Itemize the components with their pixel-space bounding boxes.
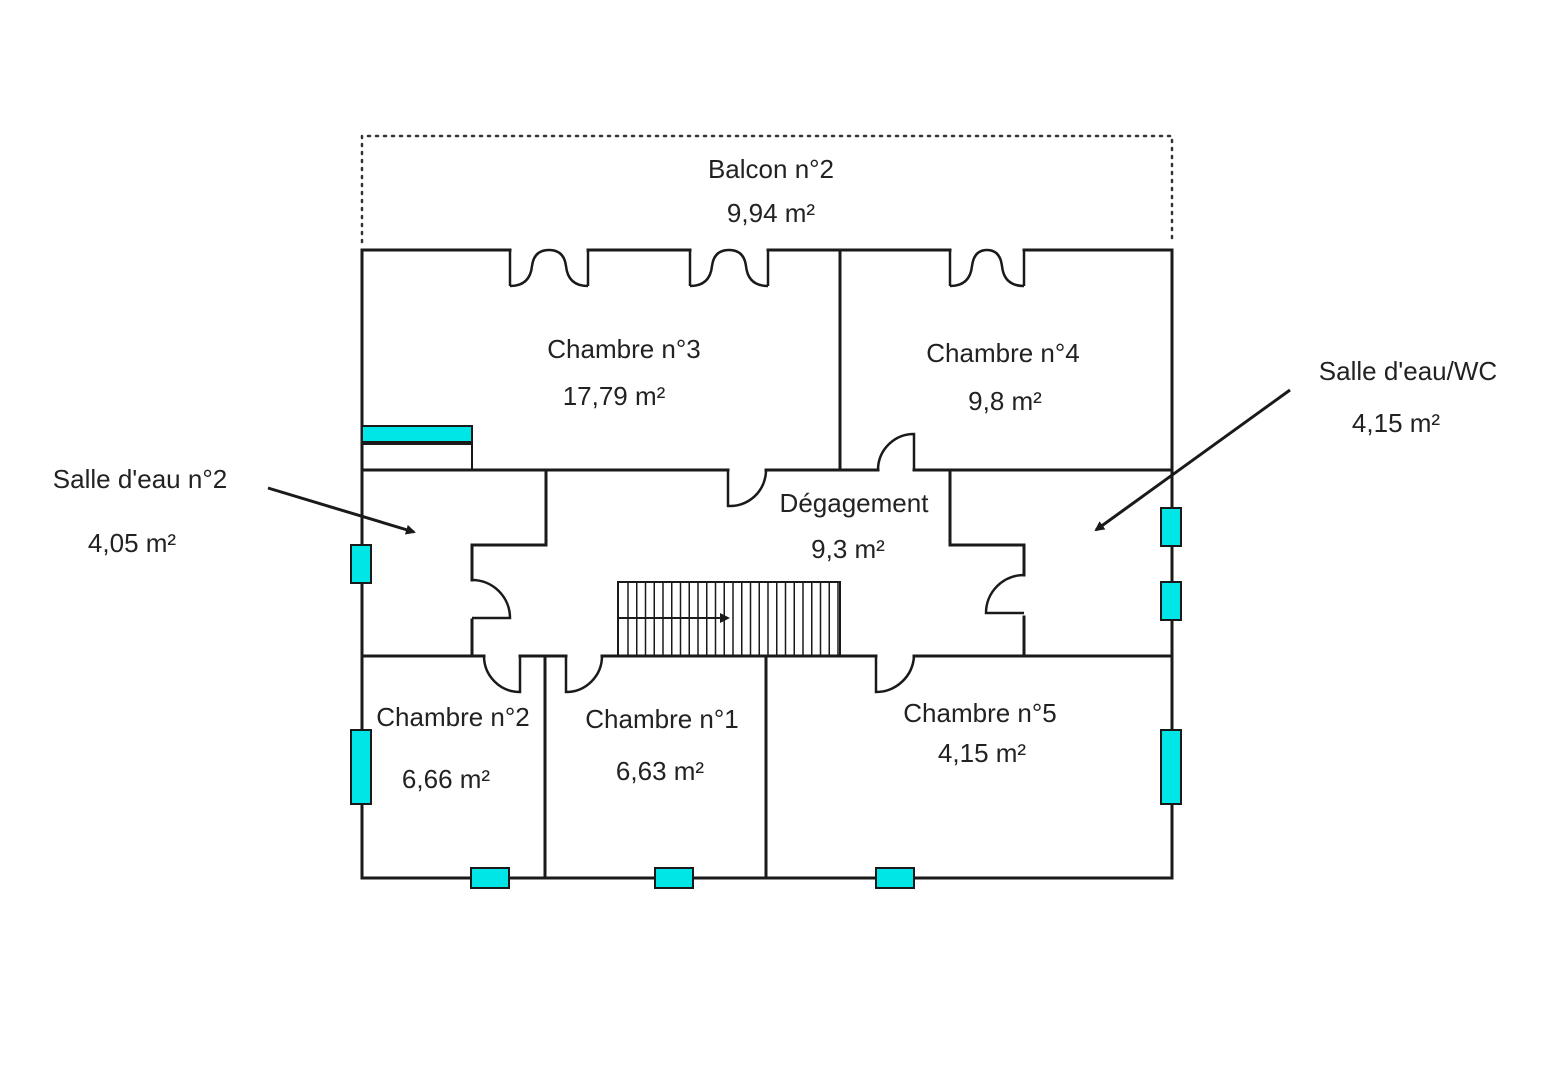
interior-doors bbox=[471, 432, 1025, 694]
chambre3-name: Chambre n°3 bbox=[547, 334, 700, 364]
window-chambre-1-bottom bbox=[654, 867, 694, 889]
staircase bbox=[617, 581, 841, 657]
room-labels: Balcon n°2 9,94 m² Chambre n°3 17,79 m² … bbox=[53, 154, 1497, 794]
balcon-area: 9,94 m² bbox=[727, 198, 815, 228]
chambre1-name: Chambre n°1 bbox=[585, 704, 738, 734]
window-chambre-2-left bbox=[350, 729, 372, 805]
closet-shelf bbox=[361, 425, 473, 443]
chambre1-area: 6,63 m² bbox=[616, 756, 704, 786]
chambre2-name: Chambre n°2 bbox=[376, 702, 529, 732]
window-chambre-5-right bbox=[1160, 729, 1182, 805]
chambre4-name: Chambre n°4 bbox=[926, 338, 1079, 368]
window-wc-bottom bbox=[1160, 581, 1182, 621]
arrow-salle-eau-2 bbox=[267, 486, 416, 535]
window-chambre-2-bottom bbox=[470, 867, 510, 889]
window-salle-eau-2 bbox=[350, 544, 372, 584]
salle-eau-wc-name: Salle d'eau/WC bbox=[1319, 356, 1497, 386]
window-chambre-5-bottom bbox=[875, 867, 915, 889]
salle-eau-wc-area: 4,15 m² bbox=[1352, 408, 1440, 438]
salle-eau-2-name: Salle d'eau n°2 bbox=[53, 464, 227, 494]
salle-eau-2-area: 4,05 m² bbox=[88, 528, 176, 558]
chambre2-area: 6,66 m² bbox=[402, 764, 490, 794]
balcony-outline bbox=[360, 134, 1174, 244]
chambre5-name: Chambre n°5 bbox=[903, 698, 1056, 728]
balcony-doors bbox=[508, 248, 1026, 288]
callout-arrows bbox=[267, 388, 1291, 535]
degagement-area: 9,3 m² bbox=[811, 534, 885, 564]
windows bbox=[350, 425, 1182, 889]
chambre5-area: 4,15 m² bbox=[938, 738, 1026, 768]
chambre3-area: 17,79 m² bbox=[563, 381, 666, 411]
chambre4-area: 9,8 m² bbox=[968, 386, 1042, 416]
window-wc-top bbox=[1160, 507, 1182, 547]
degagement-name: Dégagement bbox=[780, 488, 930, 518]
arrow-salle-eau-wc bbox=[1094, 388, 1291, 532]
balcon-name: Balcon n°2 bbox=[708, 154, 834, 184]
